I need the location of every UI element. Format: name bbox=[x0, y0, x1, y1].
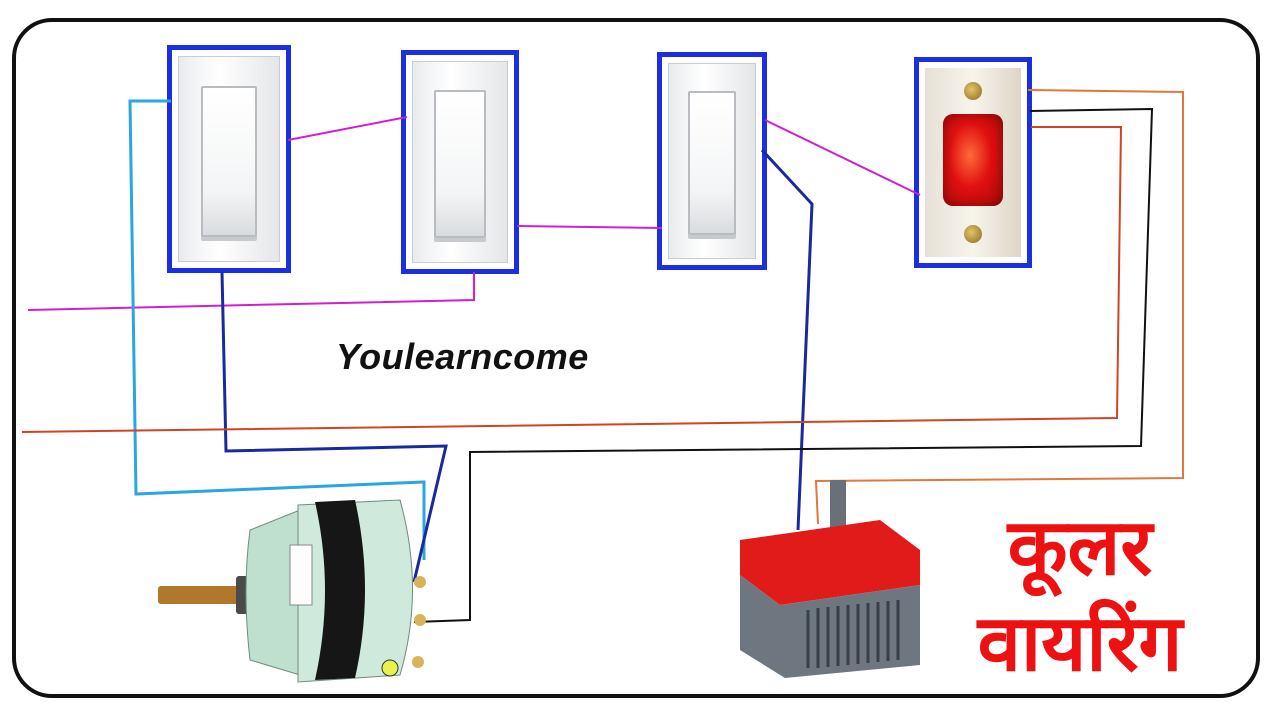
switch-2 bbox=[401, 50, 519, 274]
wire-magenta-s2-s3 bbox=[516, 225, 663, 229]
wire-magenta-supply bbox=[27, 272, 475, 311]
pump-base-grey bbox=[740, 575, 920, 678]
wire-red bbox=[21, 126, 1123, 433]
indicator-bottom-screw bbox=[964, 225, 982, 243]
switch-1-plate bbox=[178, 56, 280, 262]
motor-terminal-3 bbox=[412, 656, 424, 668]
switch-3 bbox=[657, 52, 767, 270]
wire-black bbox=[413, 107, 1154, 623]
switch-3-plate bbox=[668, 63, 756, 259]
watermark-text: Youlearncome bbox=[336, 336, 589, 377]
switch-2-plate bbox=[412, 61, 508, 263]
wire-orange bbox=[814, 89, 1184, 525]
switch-2-rocker bbox=[433, 90, 487, 238]
switch-1-rocker bbox=[201, 85, 257, 237]
motor-shaft bbox=[158, 586, 250, 604]
indicator-top-screw bbox=[964, 82, 982, 100]
wire-cyan bbox=[128, 99, 426, 560]
pump-outlet-nozzle bbox=[830, 480, 846, 540]
switch-3-rocker bbox=[687, 91, 737, 235]
title-line-1: कूलर bbox=[1007, 503, 1153, 593]
title-line-2: वायरिंग bbox=[977, 599, 1183, 689]
water-pump bbox=[740, 480, 920, 678]
motor-earth-symbol bbox=[381, 659, 399, 677]
motor-black-band bbox=[315, 500, 365, 680]
motor-terminal-2 bbox=[414, 614, 426, 626]
indicator-lamp-plate bbox=[925, 68, 1021, 257]
wire-blue-motor bbox=[220, 271, 448, 583]
motor-terminal-1 bbox=[414, 576, 426, 588]
wire-blue-pump bbox=[760, 148, 814, 531]
cooler-motor bbox=[158, 499, 426, 683]
pump-top-red bbox=[740, 520, 920, 605]
wire-magenta-s1-s2 bbox=[287, 116, 408, 141]
indicator-lamp bbox=[914, 57, 1032, 268]
indicator-red-lamp bbox=[943, 114, 1003, 206]
motor-front-cap bbox=[245, 509, 301, 676]
wire-magenta-s3-lamp bbox=[764, 119, 921, 196]
diagram-title: कूलर वायरिंग bbox=[930, 500, 1230, 692]
switch-1 bbox=[167, 45, 291, 273]
motor-label bbox=[289, 544, 313, 606]
pump-grille bbox=[806, 600, 900, 668]
